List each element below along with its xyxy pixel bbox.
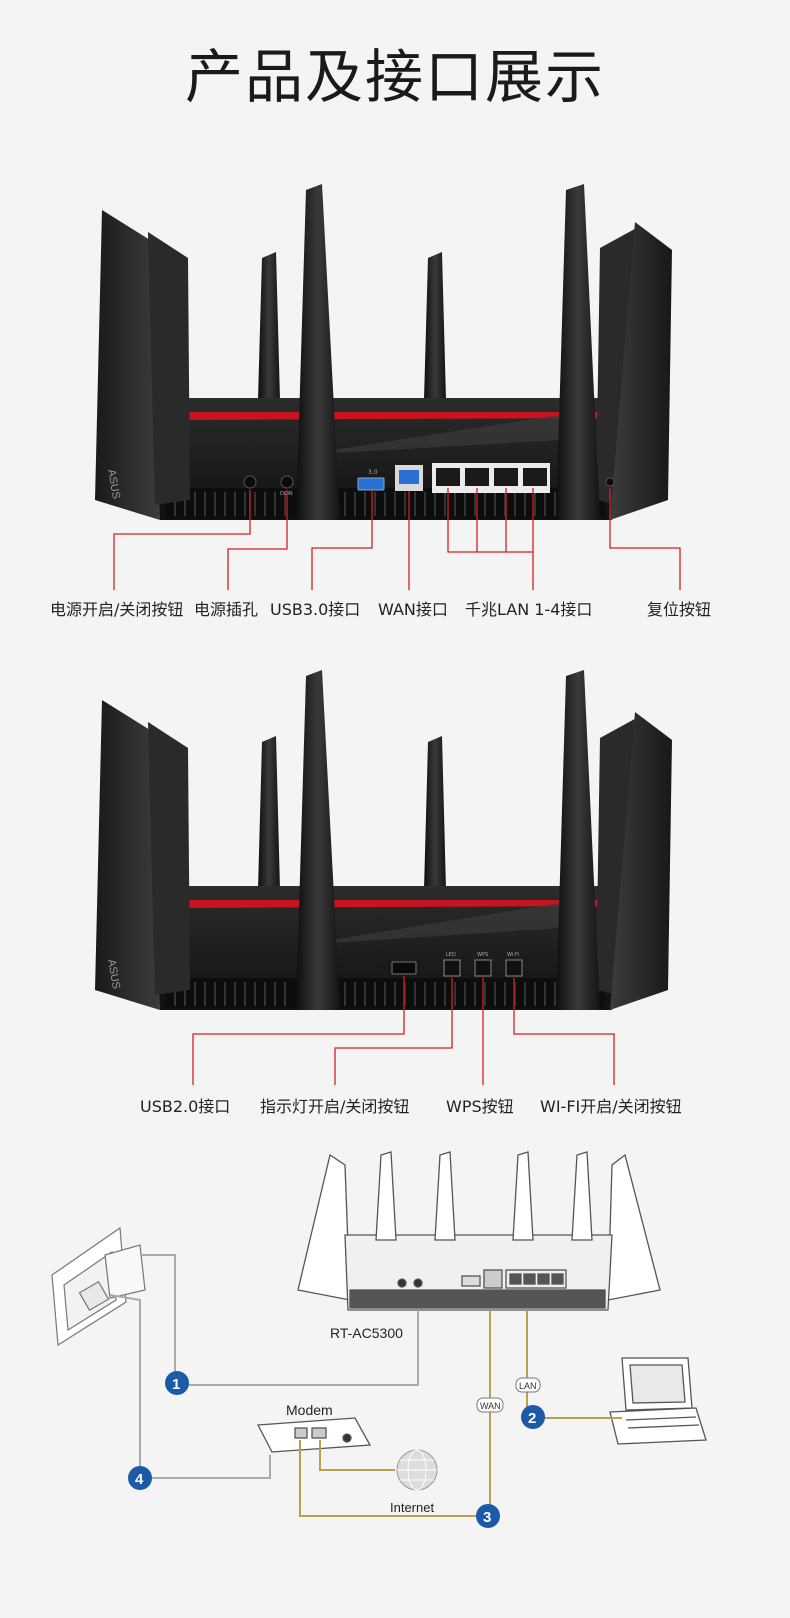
callout-wan: WAN接口 [378,600,448,619]
antenna-icon [296,184,340,520]
internet-label: Internet [390,1500,434,1515]
router-rear-view-2: ASUS LED WPS Wi-Fi [95,670,672,1085]
wps-button-mark: WPS [477,952,488,958]
wps-button-icon[interactable] [474,959,492,977]
power-button-icon[interactable] [243,475,257,489]
antenna-icon [258,736,280,890]
lan-port-icon[interactable] [494,468,518,486]
step-badge-3: 3 [476,1504,500,1528]
internet-globe-icon [396,1449,438,1491]
reset-button-icon[interactable] [605,477,615,487]
lan-port-icon[interactable] [465,468,489,486]
callout-wps: WPS按钮 [446,1097,514,1116]
step-badge-1: 1 [165,1371,189,1395]
red-stripe [162,900,612,908]
right-fin-outer [610,222,672,520]
callout-usb20: USB2.0接口 [140,1097,231,1116]
antenna-icon [296,670,340,1010]
wifi-button-mark: Wi-Fi [507,952,519,958]
lan-port-icon[interactable] [436,468,460,486]
left-fin-outer [95,210,160,520]
modem-icon [256,1417,372,1453]
connection-diagram: RT-AC5300 Modem [51,1151,707,1528]
left-fin-inner [148,232,190,505]
lan-tag-label: LAN [519,1381,537,1391]
step-badge-4: 4 [128,1466,152,1490]
antenna-icon [556,670,600,1010]
left-fin-outer [95,700,160,1010]
wifi-button-icon[interactable] [505,959,523,977]
antenna-icon [424,736,446,890]
brand-logo: ASUS [105,468,122,500]
left-fin-inner [148,722,190,995]
red-stripe [162,412,612,420]
callout-power-jack: 电源插孔 [194,600,259,619]
svg-text:3: 3 [483,1509,491,1526]
router-rear-view-1: ASUS DCIN 3.0 [95,184,681,590]
right-fin-outer [610,712,672,1010]
svg-text:1: 1 [172,1376,180,1393]
usb30-port-icon[interactable] [357,477,385,491]
antenna-icon [258,252,280,400]
power-jack-icon [280,475,294,489]
vent-grille [165,978,605,1008]
callout-reset: 复位按钮 [647,600,712,619]
callout-lines [113,488,681,590]
callout-wifi: WI-FI开启/关闭按钮 [540,1097,682,1116]
callout-lan: 千兆LAN 1-4接口 [465,600,593,619]
vent-grille [165,488,605,518]
svg-text:2: 2 [528,1410,536,1427]
step-badge-2: 2 [521,1405,545,1429]
callout-usb30: USB3.0接口 [270,600,361,619]
modem-label: Modem [286,1402,333,1418]
antenna-icon [424,252,446,400]
callout-lines [192,976,615,1085]
laptop-icon [609,1357,707,1445]
wall-outlet-icon [51,1226,146,1347]
usb20-port-icon[interactable] [391,961,417,975]
led-button-mark: LED [446,952,456,958]
callout-power-button: 电源开启/关闭按钮 [50,600,184,619]
lan-port-icon[interactable] [523,468,547,486]
wan-tag [476,1397,504,1413]
antenna-icon [556,184,600,520]
router-model-label: RT-AC5300 [330,1325,403,1341]
router-outline-icon [297,1151,661,1311]
callout-led-button: 指示灯开启/关闭按钮 [260,1097,410,1116]
brand-logo: ASUS [105,958,122,990]
page-title: 产品及接口展示 [184,43,605,111]
led-button-icon[interactable] [443,959,461,977]
lan-tag [515,1377,541,1393]
svg-text:4: 4 [135,1471,144,1488]
lan-ports [432,463,550,493]
usb30-mark: 3.0 [368,469,378,476]
wan-tag-label: WAN [480,1401,501,1411]
